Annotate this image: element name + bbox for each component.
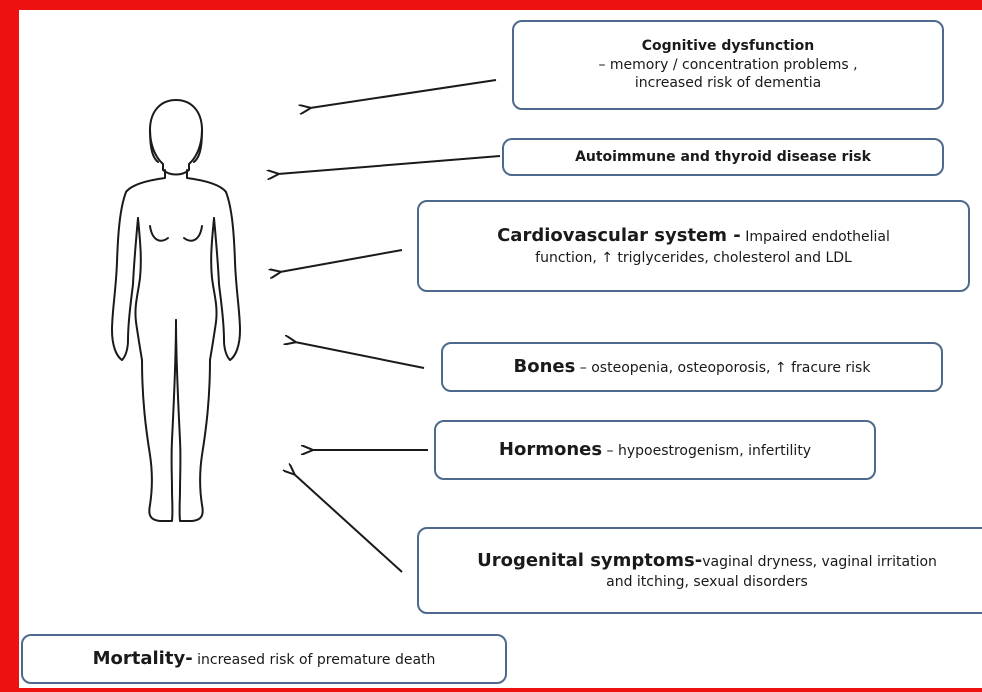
urogenital-desc2: and itching, sexual disorders: [606, 573, 808, 592]
urogenital-title: Urogenital symptoms-: [477, 550, 702, 571]
cardiovascular-box: Cardiovascular system - Impaired endothe…: [417, 200, 970, 292]
cardio-desc1: Impaired endothelial: [741, 229, 890, 245]
bones-desc: – osteopenia, osteoporosis, ↑ fracure ri…: [575, 360, 870, 376]
hormones-line: Hormones – hypoestrogenism, infertility: [499, 438, 811, 462]
urogenital-line1: Urogenital symptoms-vaginal dryness, vag…: [477, 549, 937, 573]
cognitive-line2: – memory / concentration problems ,: [598, 56, 857, 75]
urogenital-box: Urogenital symptoms-vaginal dryness, vag…: [417, 527, 982, 614]
cognitive-line3: increased risk of dementia: [635, 74, 821, 93]
cardio-title: Cardiovascular system -: [497, 225, 741, 246]
autoimmune-box: Autoimmune and thyroid disease risk: [502, 138, 944, 176]
hormones-title: Hormones: [499, 439, 602, 460]
mortality-line: Mortality- increased risk of premature d…: [93, 647, 436, 671]
cardio-line1: Cardiovascular system - Impaired endothe…: [497, 224, 890, 248]
urogenital-desc1: vaginal dryness, vaginal irritation: [702, 554, 937, 570]
autoimmune-title: Autoimmune and thyroid disease risk: [575, 148, 871, 167]
hormones-box: Hormones – hypoestrogenism, infertility: [434, 420, 876, 480]
cardio-desc2: function, ↑ triglycerides, cholesterol a…: [535, 249, 852, 268]
arrow-autoimmune: [278, 156, 500, 174]
cognitive-title: Cognitive dysfunction: [642, 37, 815, 56]
mortality-box: Mortality- increased risk of premature d…: [21, 634, 507, 684]
bones-line: Bones – osteopenia, osteoporosis, ↑ frac…: [514, 355, 871, 379]
cognitive-dysfunction-box: Cognitive dysfunction – memory / concent…: [512, 20, 944, 110]
bones-box: Bones – osteopenia, osteoporosis, ↑ frac…: [441, 342, 943, 392]
mortality-title: Mortality-: [93, 648, 193, 669]
mortality-desc: increased risk of premature death: [193, 652, 436, 668]
arrow-cardio: [280, 250, 402, 272]
arrow-cognitive: [310, 80, 496, 108]
arrow-bones: [295, 342, 424, 368]
arrow-urogenital: [294, 474, 402, 572]
hormones-desc: – hypoestrogenism, infertility: [602, 443, 811, 459]
bones-title: Bones: [514, 356, 576, 377]
